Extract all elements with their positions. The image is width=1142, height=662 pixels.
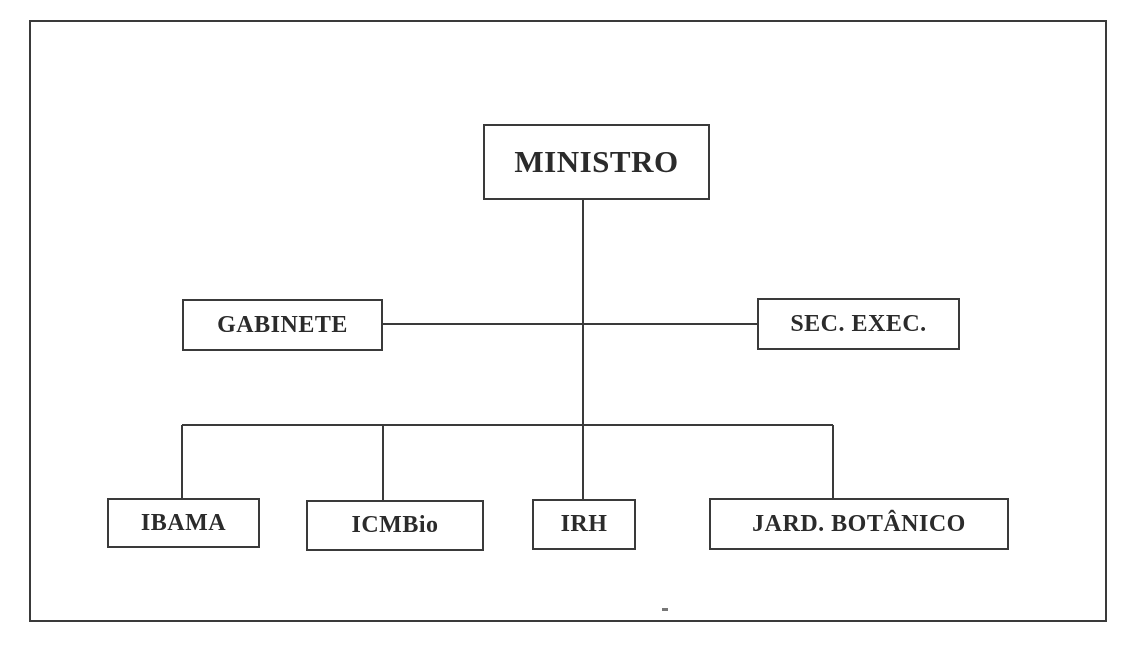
sec-exec-box: SEC. EXEC.: [757, 298, 960, 350]
gabinete-box: GABINETE: [182, 299, 383, 351]
irh-box: IRH: [532, 499, 636, 550]
ibama-box: IBAMA: [107, 498, 260, 548]
icmbio-box: ICMBio: [306, 500, 484, 551]
scan-speck: [662, 608, 668, 611]
jard-botanico-box: JARD. BOTÂNICO: [709, 498, 1009, 550]
ministro-box: MINISTRO: [483, 124, 710, 200]
diagram-frame: [29, 20, 1107, 622]
